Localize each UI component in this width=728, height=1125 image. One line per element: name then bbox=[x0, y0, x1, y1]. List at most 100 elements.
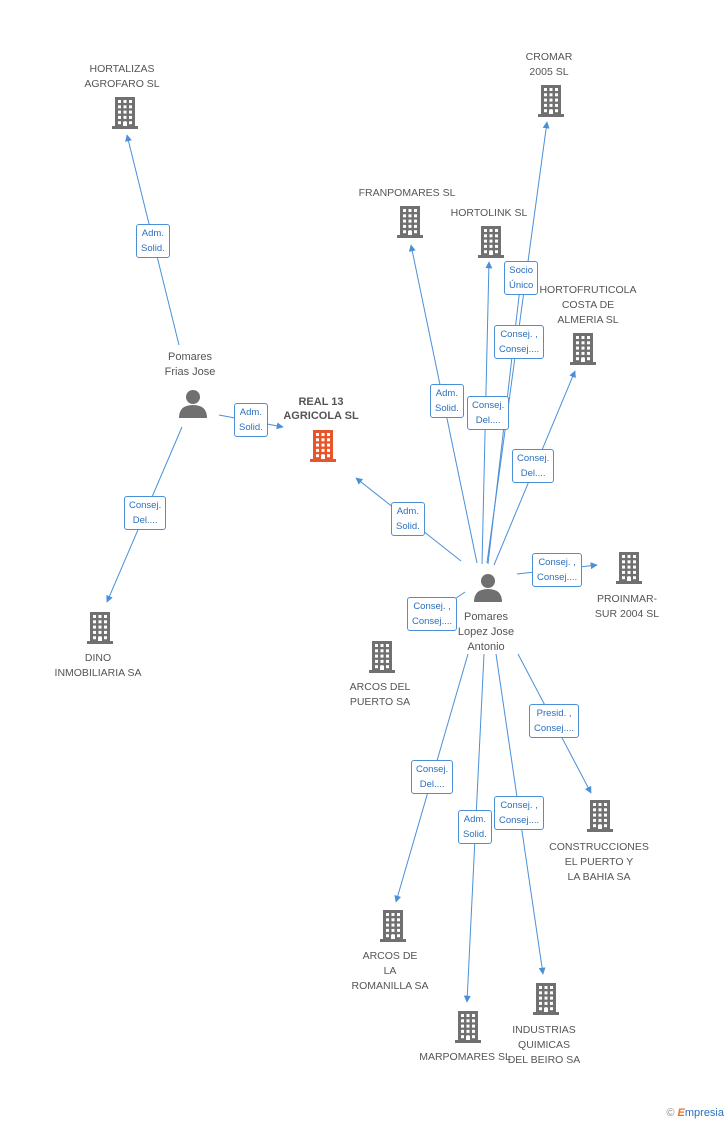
node-label-line: CONSTRUCCIONES bbox=[549, 841, 649, 853]
edge-label-line: Solid. bbox=[141, 243, 165, 254]
edge-label-line: Consej. bbox=[517, 453, 550, 464]
edge-label-pomares_frias-to-real13[interactable]: Adm. Solid. bbox=[234, 403, 268, 437]
node-label-line: Antonio bbox=[467, 641, 505, 653]
edge-label-line: Consej. bbox=[472, 400, 505, 411]
edge-label-line: Consej. bbox=[416, 764, 449, 775]
edge-label-pomares_lopez-to-franpomares[interactable]: Adm. Solid. bbox=[430, 384, 464, 418]
node-label-line: DINO bbox=[84, 652, 112, 664]
node-label-line: CROMAR bbox=[525, 51, 573, 63]
edge-label-line: Adm. bbox=[435, 388, 458, 399]
node-label-line: HORTOLINK SL bbox=[450, 207, 528, 219]
edge-label-pomares_lopez-to-proinmar[interactable]: Consej. , Consej.... bbox=[532, 553, 583, 587]
edge-label-line: Consej.... bbox=[412, 616, 453, 627]
node-label-line: Frias Jose bbox=[164, 366, 216, 378]
edge-label-line: Solid. bbox=[435, 403, 459, 414]
edge-label-line: Solid. bbox=[463, 829, 487, 840]
edge-label-pomares_lopez-to-hortolink[interactable]: Consej. Del.... bbox=[467, 396, 510, 430]
building-icon-marpomares[interactable] bbox=[455, 1011, 481, 1043]
node-label-line: AGROFARO SL bbox=[84, 78, 160, 90]
edge-label-pomares_lopez-to-arcos_romanilla[interactable]: Consej. Del.... bbox=[411, 760, 454, 794]
node-label-line: REAL 13 bbox=[298, 396, 344, 408]
node-label-cromar[interactable]: CROMAR 2005 SL bbox=[526, 50, 573, 80]
edge-label-pomares_lopez-to-industrias[interactable]: Consej. , Consej.... bbox=[494, 796, 545, 830]
building-icon-industrias[interactable] bbox=[533, 983, 559, 1015]
edge-label-pomares_lopez-to-hortofruticola[interactable]: Consej. Del.... bbox=[512, 449, 555, 483]
edge-label-pomares_lopez-to-construcciones[interactable]: Presid. ,Consej.... bbox=[529, 704, 580, 738]
node-label-line: SUR 2004 SL bbox=[594, 608, 660, 620]
node-label-line: COSTA DE bbox=[561, 299, 615, 311]
building-icon-arcos_puerto[interactable] bbox=[369, 641, 395, 673]
node-label-line: EL PUERTO Y bbox=[564, 856, 634, 868]
copyright-symbol: © bbox=[666, 1107, 675, 1119]
edge-label-line: Socio bbox=[509, 265, 534, 276]
node-label-line: INDUSTRIAS bbox=[512, 1024, 576, 1036]
node-label-line: INMOBILIARIA SA bbox=[54, 667, 142, 679]
building-icon-hortalizas[interactable] bbox=[112, 97, 138, 129]
edge-label-line: Único bbox=[509, 280, 534, 291]
edge-label-line: Adm. bbox=[239, 407, 262, 418]
node-label-line: PROINMAR- bbox=[596, 593, 658, 605]
node-label-line: LA BAHIA SA bbox=[567, 871, 631, 883]
node-label-dino[interactable]: DINO INMOBILIARIA SA bbox=[55, 651, 142, 681]
node-label-line: 2005 SL bbox=[529, 66, 569, 78]
node-label-arcos_romanilla[interactable]: ARCOS DE LA ROMANILLA SA bbox=[351, 949, 428, 994]
node-label-line: LA bbox=[383, 965, 397, 977]
node-label-marpomares[interactable]: MARPOMARES SL bbox=[419, 1050, 511, 1065]
edge-label-line: Consej. , bbox=[413, 601, 451, 612]
edge-label-line: Del.... bbox=[419, 779, 445, 790]
node-label-line: HORTALIZAS bbox=[89, 63, 155, 75]
icons-layer bbox=[87, 85, 642, 1043]
node-label-line: PUERTO SA bbox=[349, 696, 411, 708]
building-icon-proinmar[interactable] bbox=[616, 552, 642, 584]
person-icon-pomares_lopez[interactable] bbox=[474, 574, 502, 602]
brand-initial: E bbox=[677, 1107, 685, 1119]
edge-label-line: Adm. bbox=[141, 228, 164, 239]
edge-label-pomares_frias-to-hortalizas[interactable]: Adm. Solid. bbox=[136, 224, 170, 258]
node-label-proinmar[interactable]: PROINMAR- SUR 2004 SL bbox=[595, 592, 659, 622]
edge-label-pomares_lopez-to-arcos_puerto[interactable]: Consej. , Consej.... bbox=[407, 597, 458, 631]
building-icon-franpomares[interactable] bbox=[397, 206, 423, 238]
node-label-real13[interactable]: REAL 13 AGRICOLA SL bbox=[283, 395, 358, 423]
building-icon-cromar[interactable] bbox=[538, 85, 564, 117]
building-icon-hortolink[interactable] bbox=[478, 226, 504, 258]
edge-label-line: Del.... bbox=[520, 468, 546, 479]
node-label-construcciones[interactable]: CONSTRUCCIONES EL PUERTO Y LA BAHIA SA bbox=[549, 840, 649, 885]
main-company-building-icon[interactable] bbox=[310, 430, 336, 462]
edge-label-line: Consej.... bbox=[499, 815, 540, 826]
edge-label-pomares_lopez-to-real13[interactable]: Adm.Solid. bbox=[391, 502, 425, 536]
edge-label-line: Consej. , bbox=[500, 329, 538, 340]
node-label-line: Pomares bbox=[167, 351, 213, 363]
node-label-line: AGRICOLA SL bbox=[283, 410, 359, 422]
edge-label-line: Consej.... bbox=[537, 572, 578, 583]
node-label-line: ARCOS DE bbox=[362, 950, 418, 962]
edge-label-line: Presid. , bbox=[536, 708, 572, 719]
footer-brand[interactable]: ©Empresia bbox=[666, 1107, 724, 1119]
building-icon-hortofruticola[interactable] bbox=[570, 333, 596, 365]
node-label-hortalizas[interactable]: HORTALIZAS AGROFARO SL bbox=[84, 62, 159, 92]
node-label-line: FRANPOMARES SL bbox=[358, 187, 456, 199]
building-icon-dino[interactable] bbox=[87, 612, 113, 644]
node-label-franpomares[interactable]: FRANPOMARES SL bbox=[359, 186, 456, 201]
edge-label-line: Consej. , bbox=[500, 800, 538, 811]
building-icon-construcciones[interactable] bbox=[587, 800, 613, 832]
node-label-line: ROMANILLA SA bbox=[351, 980, 429, 992]
node-label-line: DEL BEIRO SA bbox=[507, 1054, 581, 1066]
brand-name: mpresia bbox=[684, 1107, 724, 1119]
node-label-hortolink[interactable]: HORTOLINK SL bbox=[451, 206, 528, 221]
edge-label-line: Solid. bbox=[239, 422, 263, 433]
edge-label-line: Del.... bbox=[475, 415, 501, 426]
edge-label-pomares_lopez-to-marpomares[interactable]: Adm.Solid. bbox=[458, 810, 492, 844]
building-icon-arcos_romanilla[interactable] bbox=[380, 910, 406, 942]
edge-label-pomares_lopez-to-cromar[interactable]: Consej. ,Consej.... bbox=[494, 325, 545, 359]
node-label-line: Pomares bbox=[463, 611, 509, 623]
edge-label-line: Solid. bbox=[396, 521, 420, 532]
person-icon-pomares_frias[interactable] bbox=[179, 390, 207, 418]
edge-label-line: Consej. , bbox=[538, 557, 576, 568]
edge-label-pomares_frias-to-dino[interactable]: Consej.Del.... bbox=[124, 496, 167, 530]
